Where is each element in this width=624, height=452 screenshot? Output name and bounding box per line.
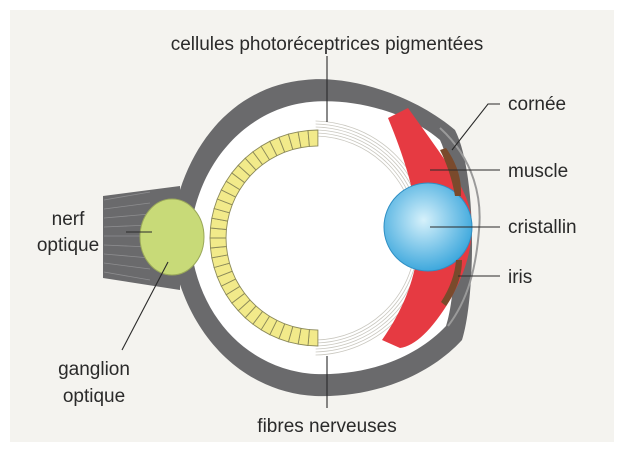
label-ganglion-line1: ganglion <box>58 359 130 380</box>
photoreceptor-cell <box>308 130 318 146</box>
label-muscle: muscle <box>508 161 568 182</box>
label-ganglion-line2: optique <box>63 386 125 407</box>
label-nerve-fibers: fibres nerveuses <box>257 416 396 437</box>
label-iris: iris <box>508 267 532 288</box>
label-cornea: cornée <box>508 94 566 115</box>
label-optic-nerve-line2: optique <box>37 235 99 256</box>
photoreceptor-cell <box>210 238 226 248</box>
optic-ganglion <box>140 199 204 275</box>
label-photoreceptors: cellules photoréceptrices pigmentées <box>171 34 484 55</box>
label-optic-nerve-line1: nerf <box>52 209 85 230</box>
label-lens: cristallin <box>508 217 577 238</box>
